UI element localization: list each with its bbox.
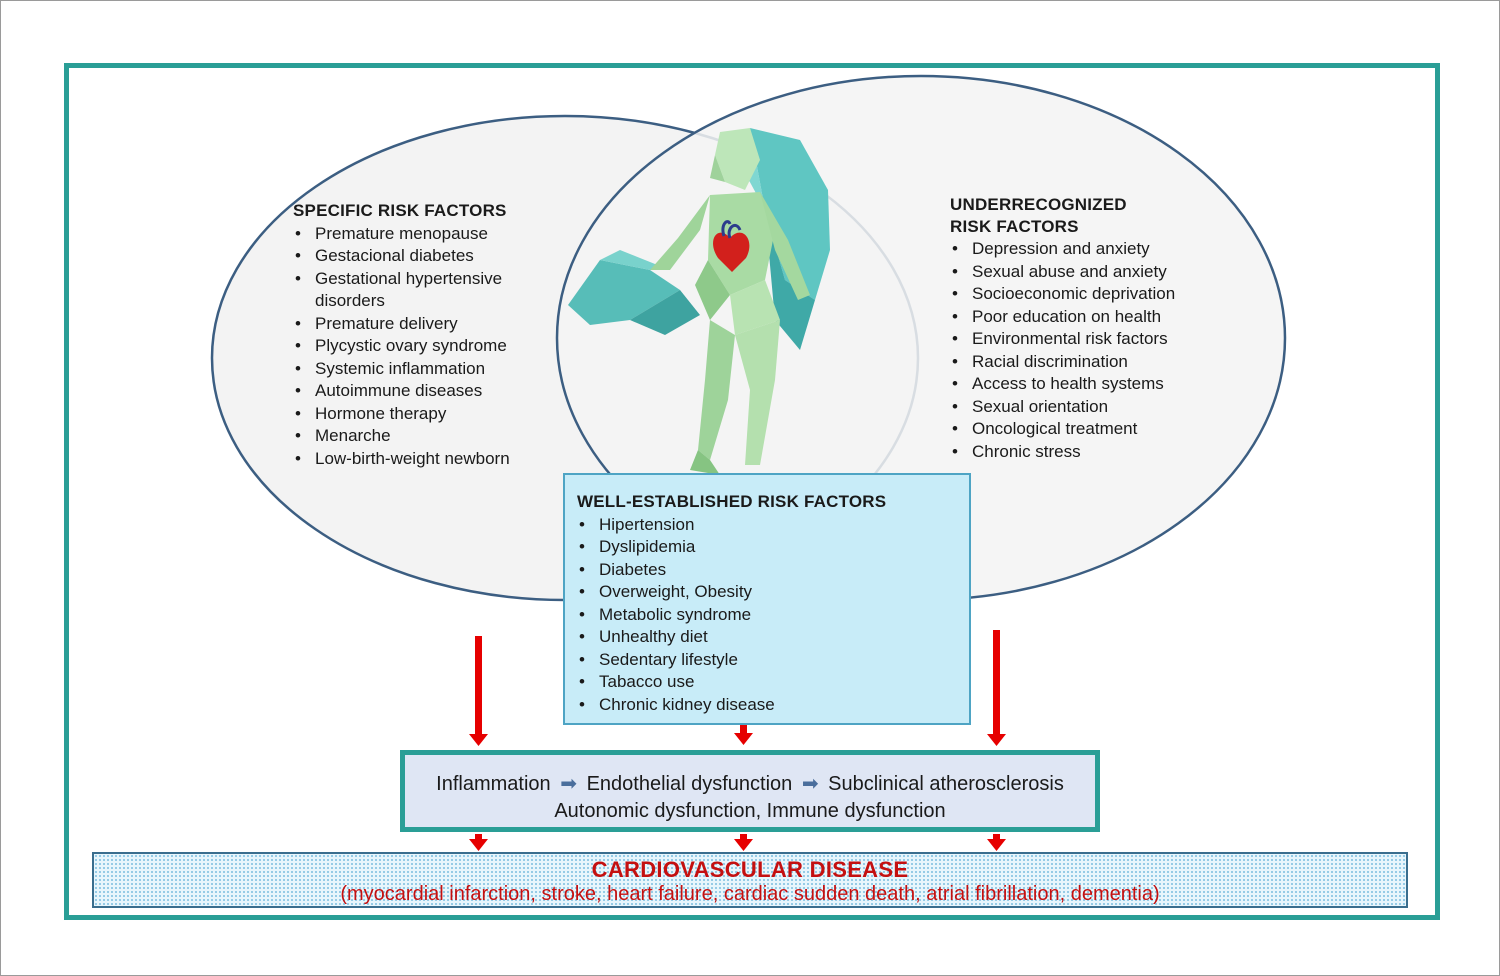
underrecognized-title-line1: UNDERRECOGNIZED [950,195,1127,214]
outer-frame [64,63,1440,920]
outcome-arrow-left [469,834,488,851]
right-arrow-icon: ➡ [801,773,819,796]
well-established-risk-factors: WELL-ESTABLISHED RISK FACTORS Hipertensi… [577,491,957,716]
woman-figure-with-heart-icon [560,120,890,480]
list-item: Environmental risk factors [950,328,1210,351]
list-item: Metabolic syndrome [577,604,957,627]
list-item: Premature delivery [293,313,553,336]
outcome-subtitle: (myocardial infarction, stroke, heart fa… [340,883,1160,905]
list-item: Racial discrimination [950,351,1210,374]
list-item: Premature menopause [293,223,553,246]
outcome-arrow-right [987,834,1006,851]
specific-risk-factors: SPECIFIC RISK FACTORS Premature menopaus… [293,200,553,470]
list-item: Socioeconomic deprivation [950,283,1210,306]
mechanism-step-2: Endothelial dysfunction [586,773,793,796]
well-established-list: HipertensionDyslipidemiaDiabetesOverweig… [577,514,957,717]
list-item: Systemic inflammation [293,358,553,381]
center-red-arrow [734,725,753,745]
right-red-arrow [987,630,1006,746]
list-item: Autoimmune diseases [293,380,553,403]
list-item: Gestational hypertensive disorders [293,268,553,313]
underrecognized-title-line2: RISK FACTORS [950,217,1079,236]
mechanisms-line-2: Autonomic dysfunction, Immune dysfunctio… [554,800,946,823]
list-item: Plycystic ovary syndrome [293,335,553,358]
well-established-title: WELL-ESTABLISHED RISK FACTORS [577,492,887,511]
underrecognized-risk-title: UNDERRECOGNIZED RISK FACTORS [950,194,1210,238]
list-item: Menarche [293,425,553,448]
list-item: Sedentary lifestyle [577,649,957,672]
list-item: Dyslipidemia [577,536,957,559]
list-item: Access to health systems [950,373,1210,396]
list-item: Sexual orientation [950,396,1210,419]
list-item: Depression and anxiety [950,238,1210,261]
list-item: Oncological treatment [950,418,1210,441]
outcome-title: CARDIOVASCULAR DISEASE [591,857,909,882]
heart-icon [713,220,750,272]
list-item: Hormone therapy [293,403,553,426]
list-item: Diabetes [577,559,957,582]
mechanism-step-1: Inflammation [436,773,551,796]
left-red-arrow [469,636,488,746]
specific-risk-list: Premature menopauseGestacional diabetesG… [293,223,553,471]
underrecognized-risk-list: Depression and anxietySexual abuse and a… [950,238,1210,463]
list-item: Tabacco use [577,671,957,694]
mechanisms-box: Inflammation ➡ Endothelial dysfunction ➡… [400,750,1100,832]
mechanism-step-3: Subclinical atherosclerosis [828,773,1064,796]
list-item: Sexual abuse and anxiety [950,261,1210,284]
list-item: Hipertension [577,514,957,537]
specific-risk-title: SPECIFIC RISK FACTORS [293,201,507,220]
underrecognized-risk-factors: UNDERRECOGNIZED RISK FACTORS Depression … [950,194,1210,463]
list-item: Unhealthy diet [577,626,957,649]
outcome-arrow-center [734,834,753,851]
list-item: Poor education on health [950,306,1210,329]
right-arrow-icon: ➡ [560,773,577,796]
mechanisms-pathway: Inflammation ➡ Endothelial dysfunction ➡… [405,771,1095,798]
list-item: Overweight, Obesity [577,581,957,604]
list-item: Chronic kidney disease [577,694,957,717]
list-item: Low-birth-weight newborn [293,448,553,471]
cardiovascular-disease-box: CARDIOVASCULAR DISEASE (myocardial infar… [92,852,1408,908]
list-item: Chronic stress [950,441,1210,464]
list-item: Gestacional diabetes [293,245,553,268]
